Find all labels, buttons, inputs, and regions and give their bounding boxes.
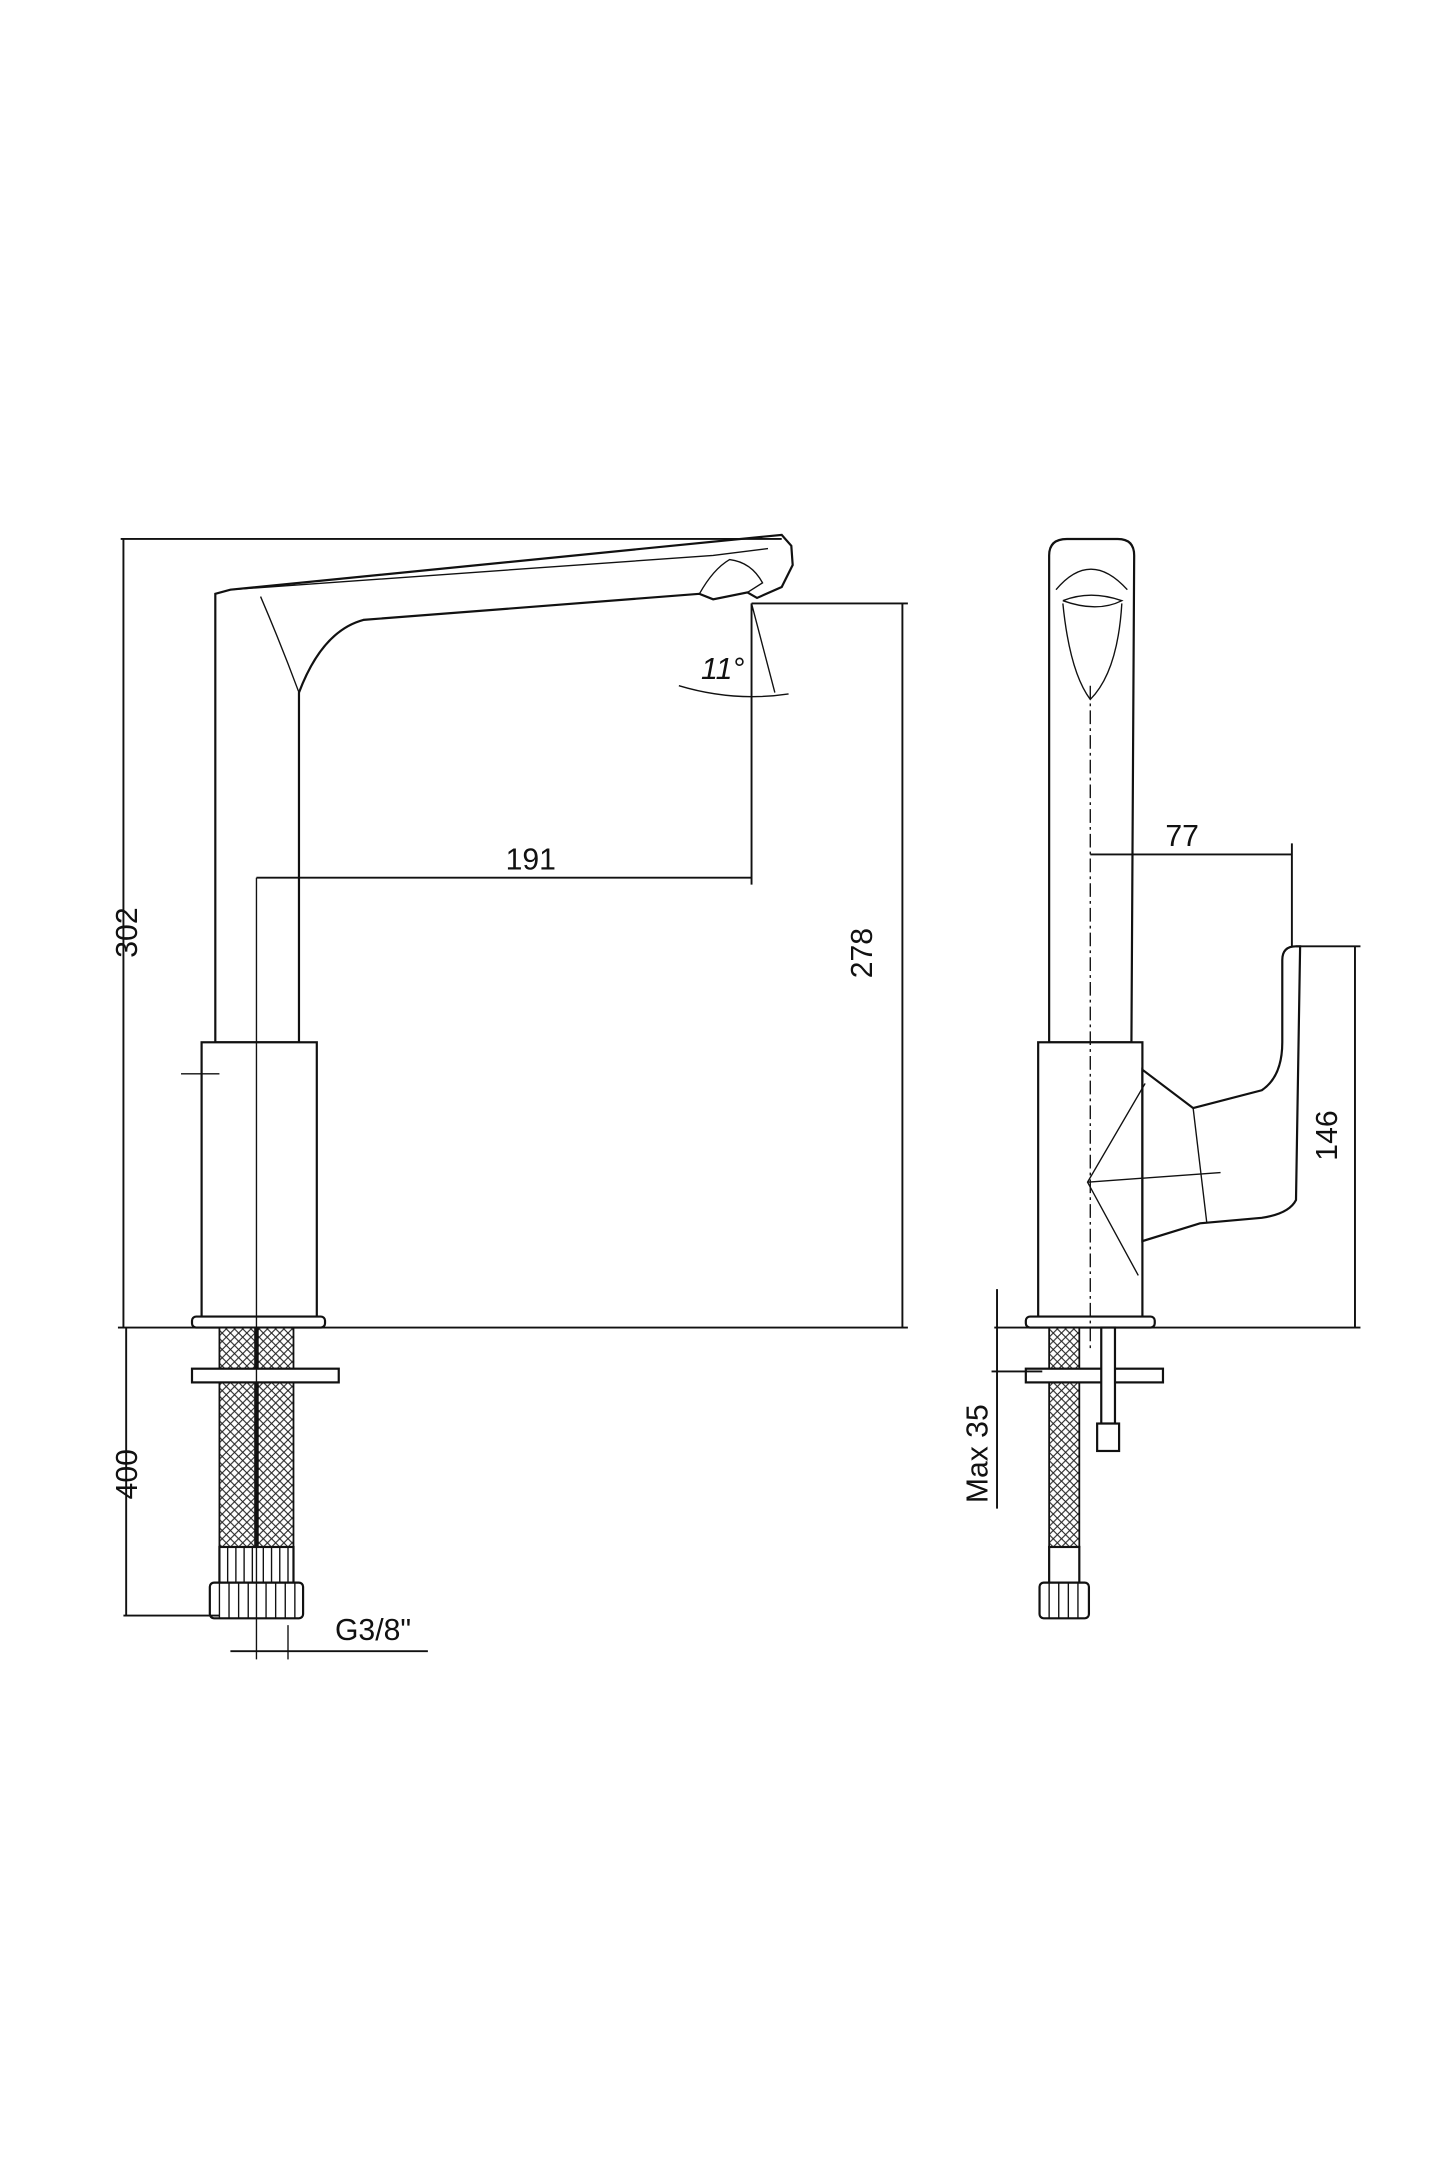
dim-max-deck-thickness: Max 35 <box>961 1404 994 1503</box>
front-hose-right <box>256 1326 295 1565</box>
side-handle <box>1141 945 1302 1243</box>
front-mounting-plate <box>190 1367 340 1384</box>
front-view: 302 278 191 11° 400 G3/8" <box>111 533 908 1660</box>
side-hose-nut <box>1038 1581 1091 1620</box>
front-base-ring <box>190 1315 327 1329</box>
dim-handle-offset: 77 <box>1165 820 1199 853</box>
dim-handle-height: 146 <box>1311 1110 1344 1160</box>
dim-spout-height: 278 <box>846 928 879 978</box>
dim-spout-reach: 191 <box>506 843 556 876</box>
dim-hose-length: 400 <box>111 1449 144 1499</box>
dim-total-height: 302 <box>111 907 144 957</box>
front-hose-left <box>218 1326 256 1565</box>
dim-spout-angle: 11° <box>701 653 744 686</box>
side-hose <box>1048 1326 1081 1548</box>
front-spout <box>214 533 794 1044</box>
side-column <box>1048 537 1136 1044</box>
dim-connection: G3/8" <box>335 1614 411 1647</box>
side-view: 77 146 Max 35 <box>961 537 1361 1620</box>
side-mounting-plate <box>1024 1367 1165 1384</box>
front-base-body <box>200 1041 318 1318</box>
